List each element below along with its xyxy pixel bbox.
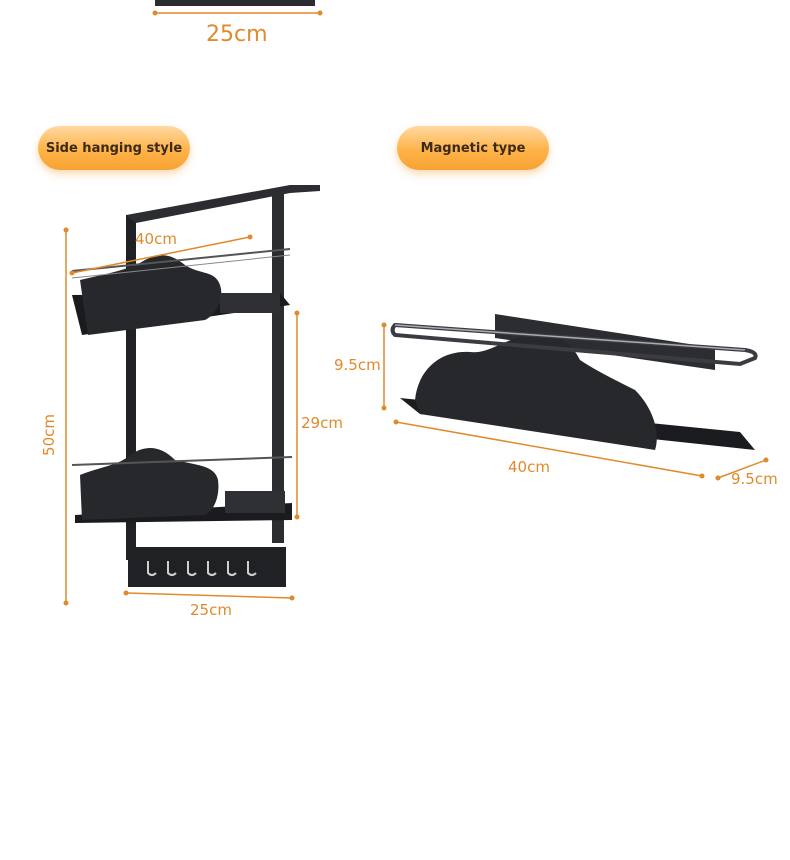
side-hanging-badge: Side hanging style — [38, 126, 190, 170]
side-height-label: 50cm — [39, 414, 58, 456]
top-product-partial — [152, 0, 323, 16]
side-hanging-rack — [63, 185, 320, 606]
side-spacing-label: 29cm — [301, 414, 343, 432]
magnetic-rack — [381, 314, 769, 481]
magnetic-height-label: 9.5cm — [334, 356, 381, 374]
magnetic-length-label: 40cm — [508, 458, 550, 476]
magnetic-depth-label: 9.5cm — [731, 470, 778, 488]
top-width-label: 25cm — [206, 22, 268, 47]
side-width-label: 40cm — [135, 230, 177, 248]
side-base-label: 25cm — [190, 601, 232, 619]
magnetic-badge: Magnetic type — [397, 126, 549, 170]
